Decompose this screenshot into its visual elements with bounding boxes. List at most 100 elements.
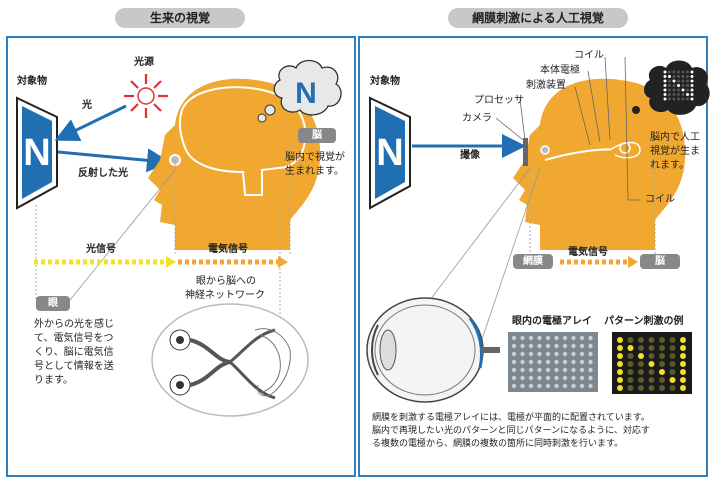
electrode-dot	[554, 383, 559, 389]
right-brain-text-1: 脳内で人工	[650, 132, 700, 143]
electrode-dot	[511, 335, 517, 341]
pattern-dot	[617, 369, 623, 375]
electrode-dot	[579, 383, 585, 389]
desc-line-3: る複数の電極から、網膜の複数の箇所に同時刺激を行います。	[372, 439, 624, 449]
electrode-dot	[520, 383, 525, 389]
pixel-dot	[672, 97, 676, 101]
pattern-dot	[669, 377, 676, 383]
pattern-dot	[638, 345, 644, 351]
pattern-dot	[617, 377, 623, 383]
electrode-dot	[528, 367, 534, 373]
electrode-dot	[511, 359, 517, 365]
pixel-dot	[677, 97, 680, 101]
coil-top-label: コイル	[574, 50, 604, 61]
pixel-dot	[686, 70, 689, 74]
pattern-dot	[659, 353, 665, 359]
right-thought-cloud	[632, 60, 710, 115]
electrode-dot	[571, 335, 576, 341]
left-object-label: 対象物	[17, 76, 47, 87]
electrode-dot	[545, 359, 551, 365]
desc-line-1: 網膜を刺激する電極アレイには、電極が平面的に配置されています。	[372, 413, 650, 423]
pattern-dot	[648, 337, 655, 343]
network-text-1: 眼から脳への	[196, 276, 256, 287]
left-electric-signal-label: 電気信号	[208, 244, 248, 255]
pixel-dot	[672, 93, 676, 96]
electrode-dot	[528, 383, 534, 389]
left-thought-cloud	[257, 59, 342, 123]
electrode-dot	[528, 351, 534, 357]
eye-text-3: くり、脳に電気信	[34, 347, 114, 358]
pattern-dot	[627, 369, 634, 375]
electrode-dot	[528, 359, 534, 365]
pattern-dot	[680, 385, 686, 391]
pattern-dot	[669, 353, 676, 359]
pixel-dot	[668, 70, 671, 74]
pixel-dot	[686, 97, 689, 101]
electrode-dot	[571, 359, 576, 365]
electrode-array-photo	[508, 332, 598, 392]
pixel-dot	[677, 75, 680, 78]
pattern-dot	[659, 385, 665, 391]
left-thought-letter: N	[295, 77, 317, 110]
electrode-dot	[562, 359, 568, 365]
pattern-dot	[617, 361, 623, 367]
pattern-dot	[648, 361, 655, 367]
pixel-dot	[681, 84, 685, 87]
right-head-silhouette	[513, 78, 686, 250]
electrode-dot	[511, 383, 517, 389]
stimulator-label: 刺激装置	[526, 80, 566, 91]
pattern-dot	[680, 369, 686, 375]
light-source-icon	[124, 74, 168, 118]
electrode-dot	[579, 367, 585, 373]
electrode-dot	[554, 343, 559, 349]
left-object-letter: N	[23, 132, 50, 174]
eye-description: 外からの光を感じ て、電気信号をつ くり、脳に電気信 号として情報を送 ります。	[34, 318, 144, 388]
pattern-dot	[680, 345, 686, 351]
pixel-dot	[672, 70, 676, 74]
reflected-light-label: 反射した光	[78, 168, 128, 179]
electrode-dot	[528, 335, 534, 341]
electrode-dot	[528, 343, 534, 349]
camera-glasses	[523, 138, 528, 166]
electrode-dot	[537, 335, 542, 341]
pixel-dot	[681, 70, 685, 74]
electrode-dot	[579, 343, 585, 349]
pattern-dot	[659, 361, 665, 367]
electrode-dot	[520, 359, 525, 365]
light-arrow	[54, 104, 127, 141]
electrode-dot	[562, 335, 568, 341]
pattern-dot	[669, 385, 676, 391]
pattern-dot	[638, 353, 644, 359]
optic-network-illustration	[151, 303, 309, 417]
pattern-dot	[627, 385, 634, 391]
pixel-n-pattern	[663, 70, 694, 101]
pattern-label: パターン刺激の例	[604, 316, 684, 327]
pattern-dot	[659, 369, 665, 375]
desc-line-2: 脳内で再現したい光のパターンと同じパターンになるように、対応す	[372, 426, 650, 436]
eye-text-5: ります。	[34, 375, 73, 386]
pixel-dot	[663, 70, 667, 74]
electrode-dot	[545, 375, 551, 381]
electrode-dot	[545, 335, 551, 341]
pixel-dot	[668, 93, 671, 96]
electrode-dot	[579, 351, 585, 357]
right-brain-text-3: れます。	[650, 160, 689, 171]
electrode-dot	[562, 351, 568, 357]
eye-text-4: 号として情報を送	[34, 361, 114, 372]
pattern-dot	[627, 337, 634, 343]
camera-label: カメラ	[462, 113, 492, 124]
pixel-dot	[686, 79, 689, 83]
electrode-dot	[579, 359, 585, 365]
electrode-dot	[511, 367, 517, 373]
pattern-dot	[648, 353, 655, 359]
right-brain-tag: 脳	[640, 254, 680, 269]
pattern-dot	[669, 345, 676, 351]
left-object-card	[16, 96, 58, 210]
coil-bottom-label: コイル	[645, 194, 675, 205]
electrode-dot	[520, 335, 525, 341]
eye-tag: 眼	[36, 296, 70, 311]
right-signal-strip	[560, 256, 638, 268]
pattern-dot	[617, 337, 623, 343]
array-label: 眼内の電極アレイ	[512, 316, 592, 327]
left-head-silhouette	[148, 78, 321, 250]
